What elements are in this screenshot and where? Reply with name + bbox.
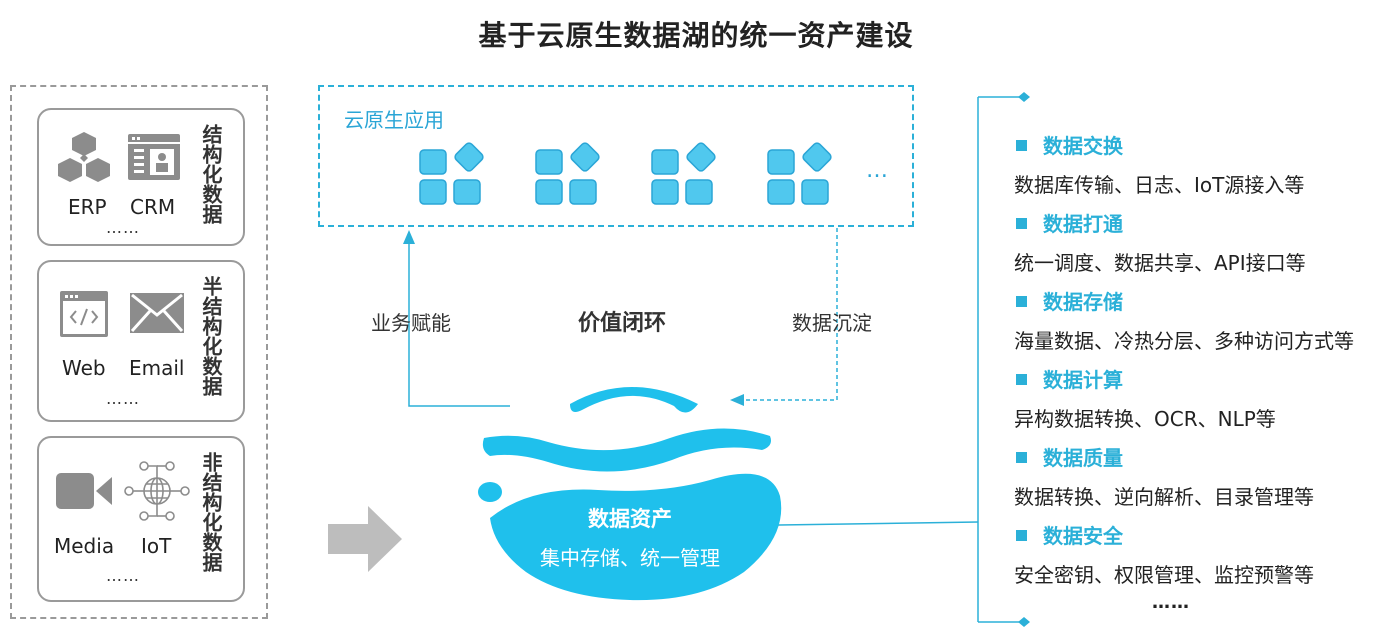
feature-title-data-connect: 数据打通 xyxy=(1016,208,1123,237)
feature-desc-data-security: 安全密钥、权限管理、监控预警等 xyxy=(1014,563,1314,587)
bullet-square-icon xyxy=(1016,374,1027,385)
loop-label-business-enablement: 业务赋能 xyxy=(371,311,451,335)
erp-icon xyxy=(58,132,110,182)
more-sources-semi-structured: …… xyxy=(106,389,140,408)
email-icon xyxy=(130,293,184,333)
ingest-arrow-icon xyxy=(328,506,402,572)
more-features: …… xyxy=(1152,592,1190,613)
source-label-erp: ERP xyxy=(68,195,107,219)
source-label-iot: IoT xyxy=(141,534,172,558)
category-label-semi-structured: 半结构化数据 xyxy=(199,276,223,396)
feature-title-data-exchange: 数据交换 xyxy=(1016,130,1123,159)
bullet-square-icon xyxy=(1016,218,1027,229)
feature-title-data-security: 数据安全 xyxy=(1016,520,1123,549)
feature-title-data-compute: 数据计算 xyxy=(1016,364,1123,393)
bullet-square-icon xyxy=(1016,296,1027,307)
category-label-structured: 结构化数据 xyxy=(199,124,223,224)
feature-desc-data-compute: 异构数据转换、OCR、NLP等 xyxy=(1014,407,1276,431)
source-label-web: Web xyxy=(62,356,106,380)
feature-desc-data-exchange: 数据库传输、日志、IoT源接入等 xyxy=(1014,173,1305,197)
more-sources-structured: …… xyxy=(106,218,140,237)
semi-structured-data-box xyxy=(37,260,245,422)
app-icon-3 xyxy=(651,142,716,205)
web-icon xyxy=(60,291,108,337)
app-icon-1 xyxy=(419,142,484,205)
cloud-native-app-box xyxy=(318,85,914,227)
source-label-crm: CRM xyxy=(130,195,176,219)
loop-label-value-closed-loop: 价值闭环 xyxy=(578,311,667,336)
unstructured-data-box xyxy=(37,436,245,602)
feature-desc-data-connect: 统一调度、数据共享、API接口等 xyxy=(1014,251,1306,275)
app-icon-4 xyxy=(767,142,832,205)
page-title: 基于云原生数据湖的统一资产建设 xyxy=(478,19,914,52)
crm-icon xyxy=(128,134,180,180)
bullet-square-icon xyxy=(1016,140,1027,151)
feature-desc-data-storage: 海量数据、冷热分层、多种访问方式等 xyxy=(1014,329,1354,353)
app-icon-2 xyxy=(535,142,600,205)
source-label-media: Media xyxy=(54,534,115,558)
category-label-unstructured: 非结构化数据 xyxy=(199,452,223,572)
more-apps: … xyxy=(866,158,889,183)
feature-desc-data-quality: 数据转换、逆向解析、目录管理等 xyxy=(1014,485,1314,509)
source-label-email: Email xyxy=(129,356,185,380)
data-asset-title: 数据资产 xyxy=(588,507,672,531)
data-asset-subtitle: 集中存储、统一管理 xyxy=(540,546,720,570)
structured-data-box xyxy=(37,108,245,246)
data-lake-icon xyxy=(478,387,782,601)
feature-title-data-quality: 数据质量 xyxy=(1016,442,1123,471)
bullet-square-icon xyxy=(1016,452,1027,463)
loop-label-data-accumulation: 数据沉淀 xyxy=(792,311,872,335)
cloud-native-app-title: 云原生应用 xyxy=(344,108,444,132)
video-camera-icon xyxy=(56,473,112,509)
data-sources-panel xyxy=(10,85,268,619)
iot-network-icon xyxy=(124,461,190,521)
feature-title-data-storage: 数据存储 xyxy=(1016,286,1123,315)
bullet-square-icon xyxy=(1016,530,1027,541)
more-sources-unstructured: …… xyxy=(106,566,140,585)
